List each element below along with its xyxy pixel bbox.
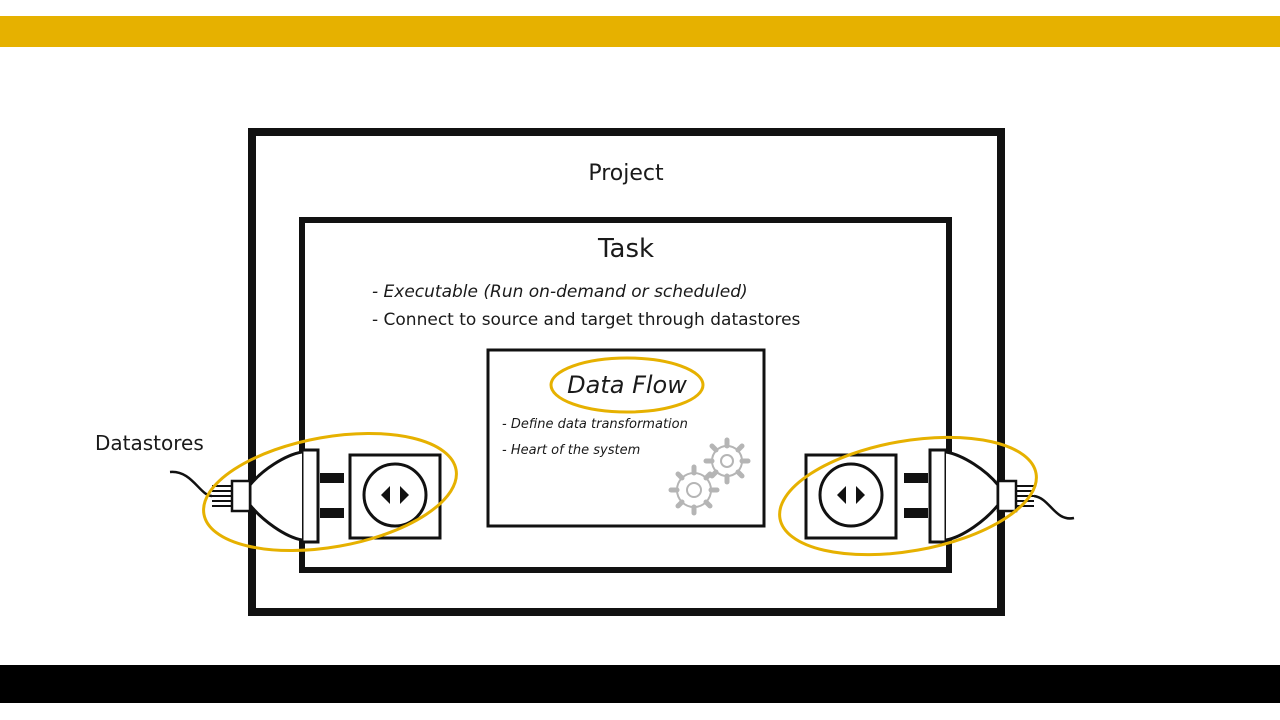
task-bullet-executable: - Executable (Run on-demand or scheduled… bbox=[372, 282, 748, 302]
task-box bbox=[299, 217, 952, 573]
left-datastore-highlight-ellipse bbox=[202, 431, 458, 553]
gear-small-icon bbox=[703, 437, 751, 485]
data-flow-bullet-transformation: - Define data transformation bbox=[502, 417, 688, 432]
datastores-label: Datastores bbox=[95, 431, 204, 455]
gear-icon bbox=[668, 464, 720, 516]
left-plug bbox=[169, 448, 344, 544]
right-datastore-highlight-ellipse bbox=[778, 435, 1038, 557]
task-title: Task bbox=[597, 234, 654, 264]
data-flow-highlight-ellipse bbox=[549, 356, 705, 414]
accent-top-bar bbox=[0, 16, 1280, 47]
task-bullet-connect: - Connect to source and target through d… bbox=[372, 310, 801, 330]
project-box bbox=[248, 128, 1005, 616]
data-flow-box bbox=[486, 348, 766, 528]
left-socket bbox=[348, 453, 442, 540]
data-flow-bullet-heart: - Heart of the system bbox=[502, 443, 640, 458]
data-flow-title: Data Flow bbox=[567, 371, 687, 399]
right-plug bbox=[904, 448, 1075, 544]
footer-bar bbox=[0, 665, 1280, 703]
right-socket bbox=[804, 453, 898, 540]
project-title: Project bbox=[588, 161, 664, 186]
